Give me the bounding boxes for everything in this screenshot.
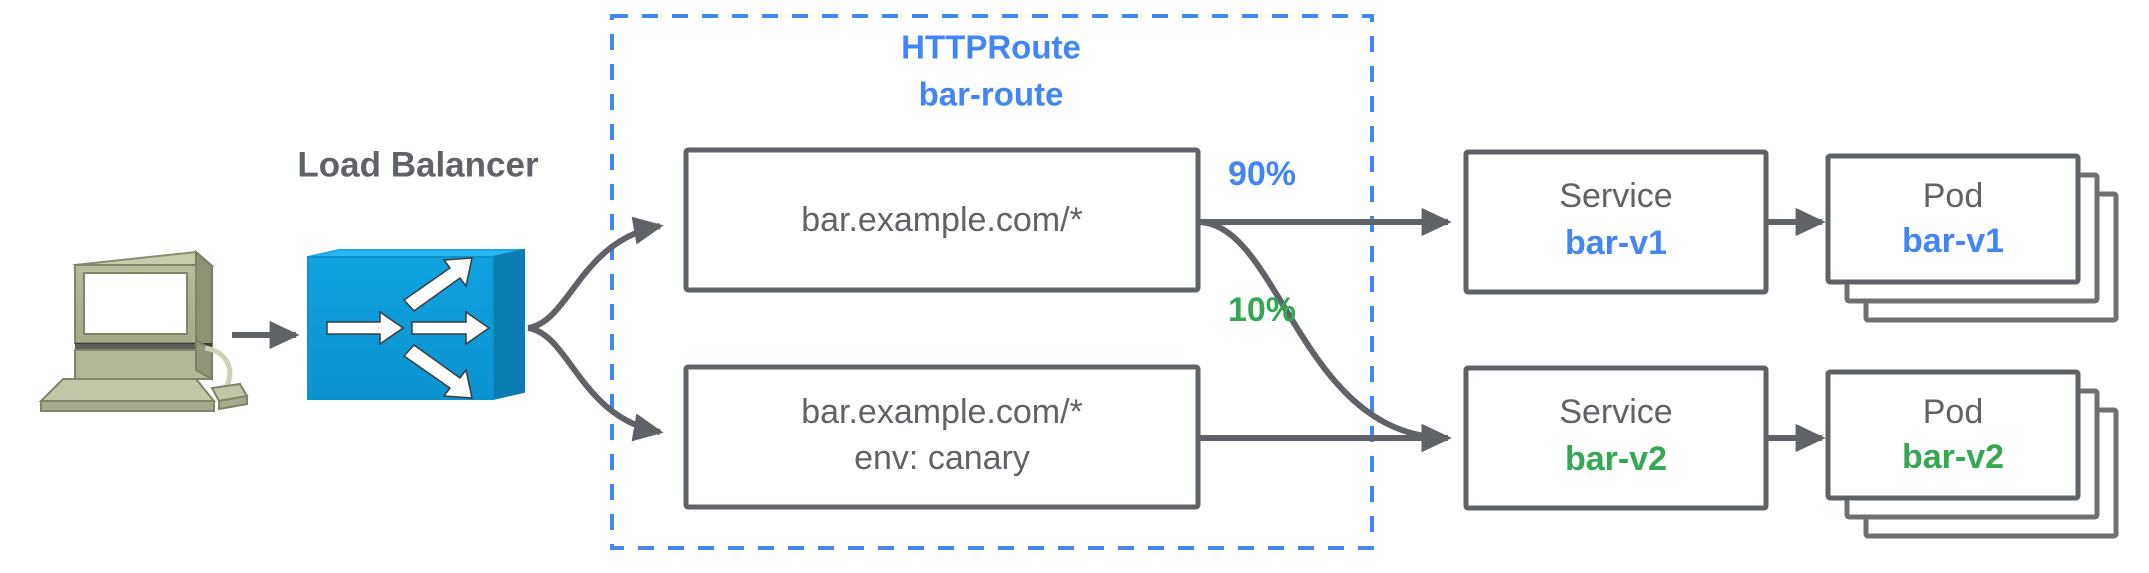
service-bar-v1-name: bar-v1 [1565, 224, 1667, 262]
rule-canary-line-2: env: canary [854, 439, 1030, 477]
pod-bar-v1-name: bar-v1 [1902, 222, 2004, 260]
weight-label-90: 90% [1228, 155, 1296, 193]
httproute-group-boundary [610, 14, 1374, 550]
service-box-bar-v1[interactable] [1463, 149, 1769, 295]
connector-rule-to-service-v2-10 [1197, 219, 1452, 453]
rule-canary-line-1: bar.example.com/* [801, 393, 1083, 431]
pod-box-bar-v1[interactable] [1825, 153, 2081, 285]
pod-stack-bar-v1[interactable]: Pod bar-v1 [1825, 153, 2119, 323]
httproute-kind-label: HTTPRoute [901, 29, 1081, 66]
connector-lb-to-rule-canary [527, 325, 664, 442]
weight-label-10: 10% [1228, 291, 1296, 329]
httproute-name-label: bar-route [919, 76, 1064, 113]
load-balancer-label: Load Balancer [297, 145, 539, 184]
pod-bar-v2-name: bar-v2 [1902, 438, 2004, 476]
rule-primary-line-1: bar.example.com/* [801, 201, 1083, 239]
service-bar-v2-name: bar-v2 [1565, 440, 1667, 478]
connector-lb-to-rule-primary [527, 216, 664, 331]
service-box-bar-v2[interactable] [1463, 365, 1769, 511]
service-bar-v1-kind: Service [1559, 177, 1672, 215]
pod-bar-v2-kind: Pod [1923, 393, 1984, 431]
rule-box-canary[interactable] [683, 364, 1201, 510]
service-bar-v2-kind: Service [1559, 393, 1672, 431]
pod-stack-bar-v2[interactable]: Pod bar-v2 [1825, 369, 2119, 539]
load-balancer-icon [307, 248, 525, 401]
pod-box-bar-v2[interactable] [1825, 369, 2081, 501]
workstation-icon [38, 249, 249, 412]
pod-bar-v1-kind: Pod [1923, 177, 1984, 215]
